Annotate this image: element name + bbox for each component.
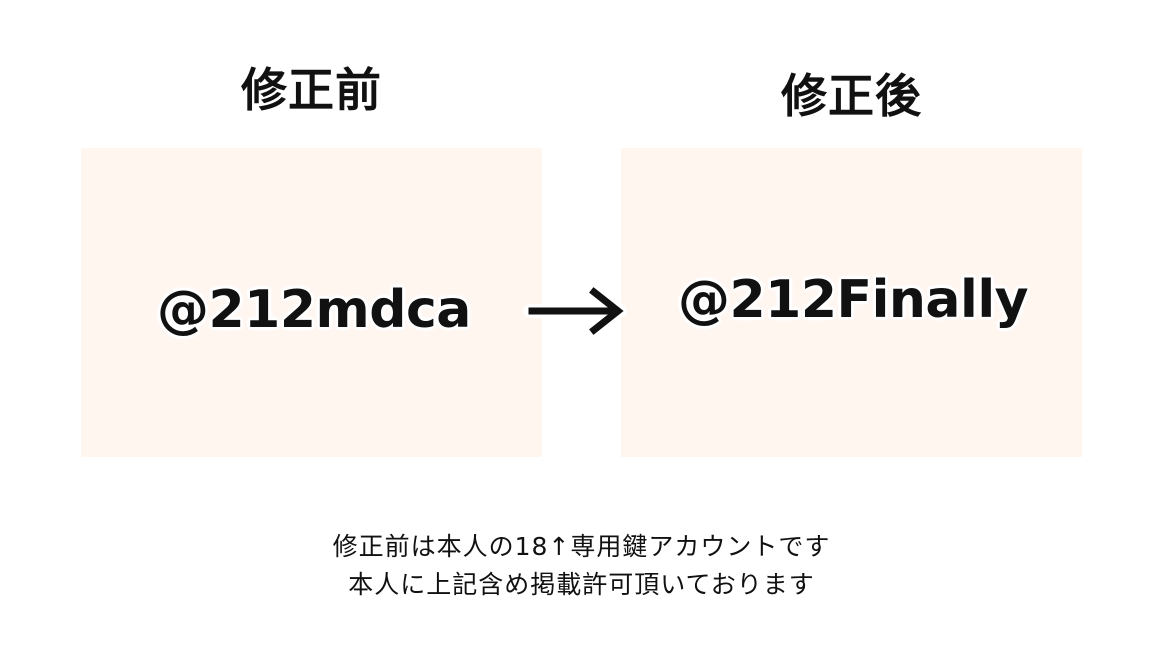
before-heading: 修正前 [241,63,382,117]
caption-line-1: 修正前は本人の18↑専用鍵アカウントです [332,532,831,561]
before-handle-text: @212mdca [157,280,471,340]
after-heading: 修正後 [781,69,922,123]
after-handle-text: @212Finally [678,270,1029,330]
after-panel [621,148,1082,457]
before-panel [81,148,542,457]
caption-line-2: 本人に上記含め掲載許可頂いております [348,570,815,599]
right-arrow-icon [523,283,627,339]
